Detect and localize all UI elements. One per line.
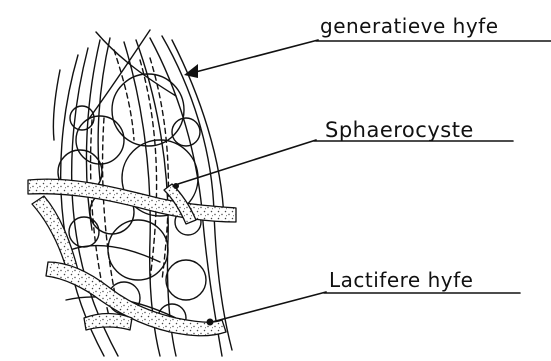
generative-hypha-outline [72, 48, 118, 356]
sphaerocyst-cell [112, 74, 184, 146]
label-lactiferous-hypha: Lactifere hyfe [329, 268, 473, 292]
generative-hypha-outline [70, 246, 160, 262]
generative-hypha-outline [53, 70, 60, 140]
leader-line-sphaerocyst [178, 140, 316, 184]
generative-hypha-dashed [114, 50, 134, 140]
sphaerocyst-cell [166, 260, 206, 300]
leader-line-generative [188, 40, 318, 74]
sphaerocyst-cell [108, 220, 168, 280]
label-generative-hypha: generatieve hyfe [320, 14, 499, 38]
lactiferous-hypha [28, 179, 236, 222]
leader-line-lactifere [212, 292, 326, 322]
label-sphaerocyst: Sphaerocyste [325, 118, 474, 142]
generative-hypha-outline [98, 38, 110, 180]
lactiferous-hypha [84, 314, 132, 331]
sphaerocyst-cell [76, 116, 124, 164]
